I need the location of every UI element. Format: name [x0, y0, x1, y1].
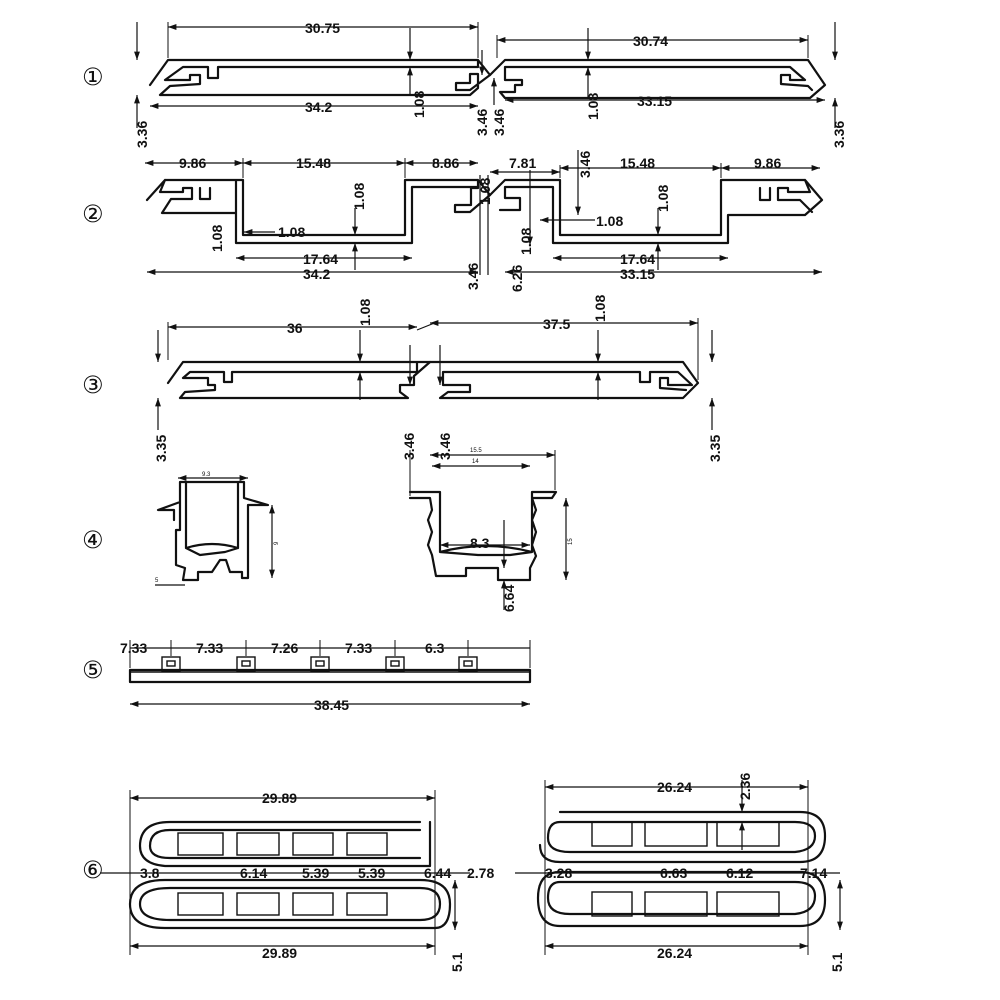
row-2-left-profile [145, 178, 492, 245]
row-2-dimension-labels: 9.86 15.48 8.86 7.81 3.46 15.48 9.86 1.0… [179, 151, 781, 292]
row-5-dimension-labels: 7.33 7.33 7.26 7.33 6.3 38.45 [120, 640, 445, 713]
dim-label: 7.33 [196, 640, 223, 656]
row-4-dimension-labels: 9.3 9 5 15.5 14 15 8.3 6.64 [155, 448, 574, 612]
row-6-left-u-clip [128, 820, 452, 930]
dim-label: 3.46 [474, 109, 490, 136]
dim-label: 6.12 [726, 865, 753, 881]
dim-label: 2.78 [467, 865, 494, 881]
dim-label: 3.46 [465, 263, 481, 290]
row-3-right-profile [428, 360, 700, 400]
row-6-dimension-lines [100, 780, 843, 955]
row-5-clip-bar [128, 656, 532, 684]
dim-label: 1.08 [278, 224, 305, 240]
dim-label: 38.45 [314, 697, 349, 713]
row-marker-2: ② [82, 200, 104, 228]
dim-label: 7.81 [509, 155, 536, 171]
dim-label: 1.08 [518, 228, 534, 255]
row-2-dimension-lines [145, 150, 822, 275]
dim-label: 3.36 [831, 121, 847, 148]
dim-label: 1.08 [596, 213, 623, 229]
row-marker-4: ④ [82, 526, 104, 554]
dim-label: 6.63 [660, 865, 687, 881]
dim-label: 15.48 [296, 155, 331, 171]
dim-label: 1.08 [592, 295, 608, 322]
row-6-dimension-labels: 29.89 3.8 6.14 5.39 5.39 6.44 2.78 29.89… [140, 773, 845, 972]
dim-label: 9.3 [202, 472, 211, 478]
dim-label: 29.89 [262, 790, 297, 806]
row-3-dimension-labels: 36 1.08 37.5 1.08 3.35 3.46 3.46 3.35 [153, 295, 723, 462]
dim-label: 26.24 [657, 945, 692, 961]
dim-label: 33.15 [620, 266, 655, 282]
dim-label: 3.46 [401, 433, 417, 460]
dim-label: 36 [287, 320, 303, 336]
row-1-left-profile [148, 58, 492, 97]
dim-label: 6.26 [509, 265, 525, 292]
row-1-dimension-lines [134, 22, 838, 128]
dim-label: 7.33 [120, 640, 147, 656]
dim-label: 5.1 [449, 952, 465, 972]
dim-label: 17.64 [303, 251, 338, 267]
dim-label: 5.39 [302, 865, 329, 881]
dim-label: 2.36 [737, 773, 753, 800]
dim-label: 6.3 [425, 640, 445, 656]
dim-label: 5 [155, 578, 159, 584]
dim-label: 5.39 [358, 865, 385, 881]
dim-label: 7.14 [800, 865, 827, 881]
dim-label: 3.35 [707, 435, 723, 462]
dim-label: 1.08 [357, 299, 373, 326]
dim-label: 15 [568, 538, 574, 545]
dim-label: 7.33 [345, 640, 372, 656]
dim-label: 1.08 [585, 93, 601, 120]
dim-label: 3.46 [491, 109, 507, 136]
dim-label: 34.2 [303, 266, 330, 282]
row-2-right-profile [488, 178, 824, 245]
dim-label: 8.3 [470, 535, 490, 551]
row-6-right-u-clip [536, 810, 827, 928]
row-5-dimension-lines [129, 640, 531, 707]
dim-label: 9 [274, 541, 280, 545]
dim-label: 8.86 [432, 155, 459, 171]
dim-label: 3.8 [140, 865, 160, 881]
dim-label: 1.08 [477, 178, 493, 205]
dim-label: 3.46 [437, 433, 453, 460]
dim-label: 34.2 [305, 99, 332, 115]
dim-label: 30.74 [633, 33, 668, 49]
dim-label: 30.75 [305, 20, 340, 36]
dim-label: 9.86 [179, 155, 206, 171]
dim-label: 3.35 [153, 435, 169, 462]
dim-label: 1.08 [351, 183, 367, 210]
row-1-right-profile [488, 58, 827, 100]
dim-label: 7.26 [271, 640, 298, 656]
dim-label: 3.36 [134, 121, 150, 148]
dim-label: 3.28 [545, 865, 572, 881]
dim-label: 15.48 [620, 155, 655, 171]
dim-label: 6.44 [424, 865, 451, 881]
row-marker-5: ⑤ [82, 656, 104, 684]
dim-label: 1.08 [655, 185, 671, 212]
row-3-dimension-lines [155, 318, 715, 430]
dim-label: 9.86 [754, 155, 781, 171]
row-marker-1: ① [82, 63, 104, 91]
row-marker-3: ③ [82, 371, 104, 399]
dim-label: 26.24 [657, 779, 692, 795]
dim-label: 33.15 [637, 93, 672, 109]
dim-label: 14 [472, 459, 479, 465]
dim-label: 15.5 [470, 448, 482, 454]
dim-label: 1.08 [411, 91, 427, 118]
dim-label: 6.14 [240, 865, 267, 881]
dim-label: 3.46 [577, 151, 593, 178]
dim-label: 6.64 [501, 585, 517, 612]
row-4-right-profile [408, 450, 569, 610]
row-4-left-profile [155, 475, 275, 586]
dim-label: 29.89 [262, 945, 297, 961]
row-1-dimension-labels: 30.75 30.74 1.08 3.46 3.46 1.08 34.2 33.… [134, 20, 847, 148]
dim-label: 1.08 [209, 225, 225, 252]
row-marker-6: ⑥ [82, 856, 104, 884]
row-3-left-profile [166, 360, 432, 400]
dim-label: 5.1 [829, 952, 845, 972]
dim-label: 37.5 [543, 316, 570, 332]
dim-label: 17.64 [620, 251, 655, 267]
